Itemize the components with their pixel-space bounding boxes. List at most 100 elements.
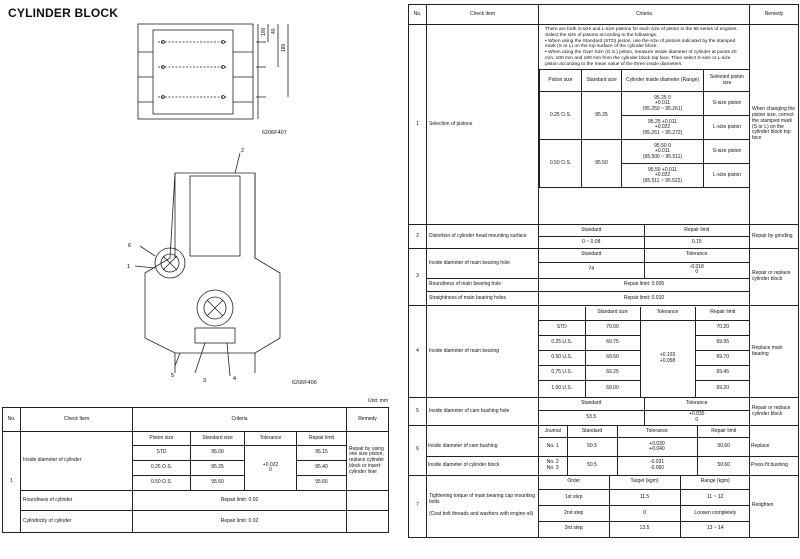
sub-header: Standard [566,426,618,438]
right-criteria-table: No. Check item Criteria Remedy 1 Selecti… [408,4,799,538]
dim-label: 100 [261,27,267,36]
header-remedy: Remedy [749,4,799,25]
tolerance-lower: +0.058 [659,357,676,364]
sub-header: Standard [539,225,645,237]
header-check-item: Check Item [20,407,133,432]
tolerance: +0.030 0 [643,409,749,425]
piston-size: 0.50 O.S. [539,139,582,189]
blank-cell [539,306,586,321]
repair-limit: 50.60 [696,437,749,457]
row-number: 7 [408,474,427,538]
bullet-std: • When using the Standard (STD) piston, … [545,38,736,50]
step-target: 0 [608,505,681,522]
standard-size: 95.25 [190,460,245,476]
piston-size: 0.25 O.S. [539,91,582,141]
standard-size: 69.25 [584,365,641,381]
check-item: Inside diameter of cylinder [20,431,133,491]
criteria-cell: Standard size Tolerance Repair limit STD… [538,305,750,398]
repair-limit: 69.70 [694,350,749,366]
standard-size: 69.00 [584,380,641,397]
criteria-value: Repair limit: 0.02 [132,510,347,533]
dim-label: 40 [271,28,277,34]
journal: No. 2 No. 3 [539,456,568,475]
row-number: 5 [408,397,427,426]
sub-header: Standard size [581,69,622,93]
nominal: 95.50 [648,166,661,173]
sub-header: Tolerance [643,398,749,411]
callout-label: 6 [128,243,131,249]
sub-header: Tolerance [616,426,698,438]
criteria-cell: There are both S-size and L-size pistons… [538,24,750,225]
repair-limit: 70.20 [694,320,749,336]
sub-header: Piston size [539,69,582,93]
criteria-cell: Journal Standard Tolerance Repair limit … [538,425,750,476]
tol-lower: +0.011 [654,100,671,106]
sub-header: Repair limit [696,426,749,438]
callout-label: 1 [127,264,130,270]
check-item: Tightening torque of main bearing cap mo… [429,493,535,506]
unit-label: Unit: mm [368,398,388,404]
row-number: 1 [2,431,21,533]
piston-size: 0.25 O.S. [132,460,191,476]
step-range: Loosen completely [679,505,749,522]
repair-limit: 95.40 [296,460,347,476]
repair-limit: 95.15 [296,445,347,461]
bearing-size: 0.50 U.S. [539,350,586,366]
nominal: 95.50 [654,142,667,149]
check-item: Roundness of cylinder [20,490,133,511]
callout-label: 5 [171,373,174,379]
sub-header: Order [539,476,610,490]
remedy [346,490,389,511]
check-item: Inside diameter of cam bushing [427,437,538,457]
selected-piston: S-size piston [703,91,749,117]
tol-lower: +0.011 [654,148,671,154]
standard-size: 95.25 [581,91,622,141]
standard-value: 0 ~ 0.08 [539,236,645,248]
check-item: Distortion of cylinder head mounting sur… [426,224,539,249]
row-number: 1 [408,24,427,225]
sub-header: Journal [539,426,568,438]
tolerance-lower: 0 [695,269,699,276]
nominal: 95.25 [648,118,661,125]
standard-size: 69.50 [584,350,641,366]
check-item: Inside diameter of cylinder block [428,461,500,468]
step-target: 13.5 [608,521,681,536]
cylinder-range: 95.25 +0.011 +0.022 (95.261 ~ 95.272) [621,115,704,141]
bearing-size: 1.00 U.S. [539,380,586,397]
bullet-text: When using the Standard (STD) piston, us… [545,38,736,50]
cylinder-range: 95.50 0 +0.011 (95.500 ~ 95.511) [621,139,704,165]
bearing-size: 0.75 U.S. [539,365,586,381]
nominal: 95.25 [654,94,667,101]
tolerance: +0.103 +0.058 [639,320,696,397]
page-title: CYLINDER BLOCK [8,6,119,20]
cam-bushing-table: Journal Standard Tolerance Repair limit … [539,426,749,475]
check-item: Inside diameter of main bearing [426,305,539,398]
sub-header: Standard size [584,306,641,321]
standard-value: 74 [539,261,645,278]
step-order: 2nd step [539,505,610,522]
sub-header: Selected piston size [703,69,749,93]
bearing-size: STD [539,320,586,336]
cylinder-block-section-diagram: 2 6 1 3 4 5 [127,148,281,383]
sub-header: Repair limit [643,225,749,237]
tolerance-lower: 0 [695,416,699,423]
sub-header: Cylinder inside diameter (Range) [621,69,704,93]
tolerance: +0.030 +0.040 [616,437,698,457]
tol-upper: +0.011 [661,118,677,125]
tolerance-lower: 0 [269,467,272,473]
standard-value: 53.5 [539,409,645,425]
repair-limit: 69.95 [694,335,749,351]
main-bearing-table: Standard size Tolerance Repair limit STD… [539,306,749,397]
callout-label: 4 [233,376,236,382]
check-item: Inside diameter of cam bushing hole [426,397,539,426]
check-item: Straightness of main bearing holes [426,291,539,306]
criteria-value: Repair limit: 0.010 [538,291,750,306]
header-check-item: Check item [426,4,539,25]
sub-header: Target (kgm) [608,476,681,490]
header-no: No. [2,407,21,432]
standard-size: 95.50 [190,475,245,491]
check-item-note: (Coat bolt threads and washers with engi… [429,510,534,517]
tol-lower: +0.022 [654,172,671,178]
